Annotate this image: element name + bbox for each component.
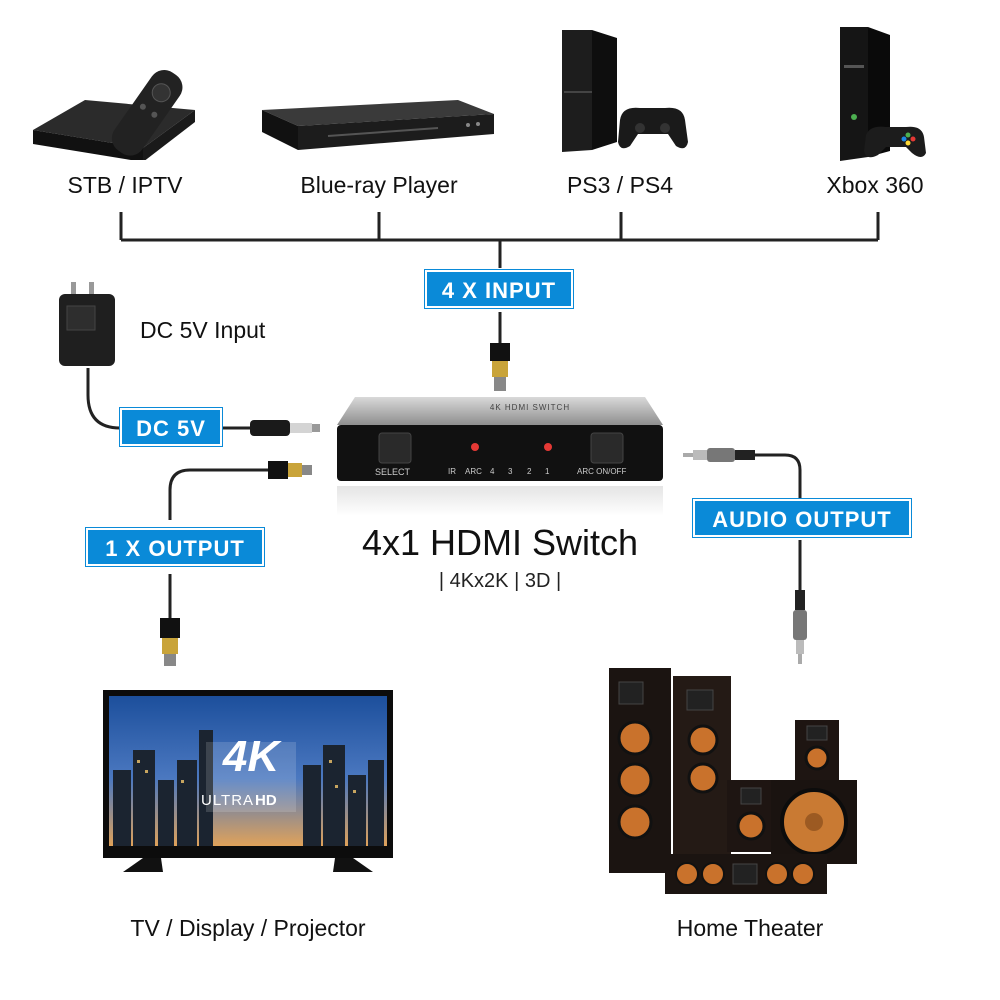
hdmi-output-plug-bottom xyxy=(160,618,180,666)
dc-plug xyxy=(250,420,320,436)
tv-display-image: 4K ULTRA HD xyxy=(103,690,393,875)
dc-input-label: DC 5V Input xyxy=(140,317,266,343)
select-label: SELECT xyxy=(375,467,411,477)
switch-top-logo: 4K HDMI SWITCH xyxy=(489,403,571,412)
output-tag: 1 X OUTPUT xyxy=(86,528,264,566)
bluray-player-label: Blue-ray Player xyxy=(300,172,458,198)
ps-label: PS3 / PS4 xyxy=(566,172,674,198)
home-theater-label: Home Theater xyxy=(676,915,824,941)
home-theater-image xyxy=(609,668,857,894)
switch-subtitle: | 4Kx2K | 3D | xyxy=(438,570,562,592)
port-3-label: 3 xyxy=(508,467,513,476)
bluray-player-image xyxy=(262,100,494,150)
power-adapter-image xyxy=(59,282,115,366)
uhd-logo-box xyxy=(206,742,296,812)
xbox-label: Xbox 360 xyxy=(826,172,924,198)
tv-label: TV / Display / Projector xyxy=(130,915,366,941)
hdmi-output-plug-top xyxy=(268,461,312,479)
xbox-console-image xyxy=(840,27,926,161)
stb-device-image xyxy=(33,70,195,160)
uhd-4k-text: 4K xyxy=(222,732,280,781)
tv-body xyxy=(103,690,393,872)
ir-label: IR xyxy=(448,467,456,476)
ps4-console-image xyxy=(562,30,688,152)
hdmi-switch-device: 4K HDMI SWITCH SELECT IR ARC 4 3 2 1 ARC… xyxy=(335,395,665,485)
ps4-controller xyxy=(618,107,688,149)
hdmi-input-plug xyxy=(490,343,510,391)
xbox-controller xyxy=(864,126,926,158)
switch-body xyxy=(337,397,663,481)
port-1-label: 1 xyxy=(545,467,550,476)
arc-onoff-label: ARC ON/OFF xyxy=(577,467,627,476)
audio-plug-bottom xyxy=(793,590,807,664)
arc-label: ARC xyxy=(465,467,482,476)
uhd-hd-text: HD xyxy=(255,792,277,809)
dc-5v-tag: DC 5V xyxy=(120,408,222,446)
port-2-label: 2 xyxy=(527,467,532,476)
switch-title: 4x1 HDMI Switch xyxy=(361,522,639,563)
switch-reflection xyxy=(337,486,663,516)
input-tag: 4 X INPUT xyxy=(425,270,573,308)
uhd-ultra-text: ULTRA xyxy=(201,792,255,809)
audio-output-tag: AUDIO OUTPUT xyxy=(693,499,911,537)
stb-iptv-label: STB / IPTV xyxy=(67,172,183,198)
audio-plug-top xyxy=(683,448,755,462)
port-4-label: 4 xyxy=(490,467,495,476)
